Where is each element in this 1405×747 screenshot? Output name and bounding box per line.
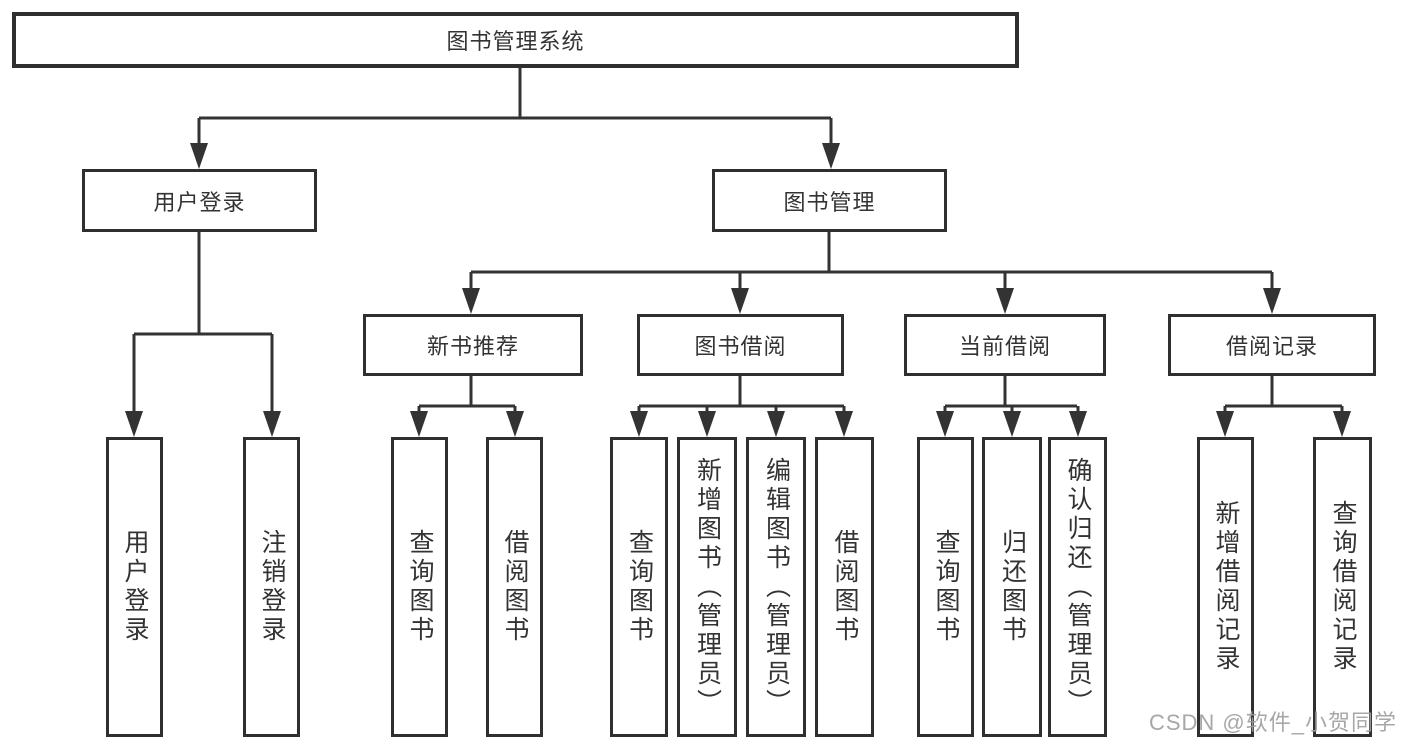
node-current-borrow: 当前借阅 [904, 314, 1106, 376]
node-borrow-record-label: 借阅记录 [1225, 334, 1318, 359]
node-current-borrow-label: 当前借阅 [958, 334, 1051, 359]
leaf-add-borrow-record-label: 新增借阅记录 [1212, 500, 1240, 674]
node-book-management: 图书管理 [712, 169, 947, 232]
leaf-logout-label: 注销登录 [258, 529, 286, 645]
node-borrow-record: 借阅记录 [1168, 314, 1376, 376]
leaf-borrow-book-1: 借阅图书 [486, 437, 543, 737]
leaf-query-book-2-label: 查询图书 [625, 529, 654, 645]
node-book-borrow: 图书借阅 [637, 314, 844, 376]
leaf-user-login-label: 用户登录 [121, 529, 149, 645]
leaf-query-borrow-record: 查询借阅记录 [1313, 437, 1372, 737]
leaf-return-book: 归还图书 [982, 437, 1042, 737]
node-new-book-recommend: 新书推荐 [363, 314, 583, 376]
node-root: 图书管理系统 [12, 12, 1019, 68]
leaf-return-book-label: 归还图书 [998, 529, 1027, 645]
leaf-edit-book-admin-label: 编辑图书（管理员） [762, 456, 791, 718]
node-new-book-recommend-label: 新书推荐 [426, 334, 519, 359]
leaf-query-book-3-label: 查询图书 [932, 529, 960, 645]
node-book-borrow-label: 图书借阅 [694, 334, 787, 359]
leaf-confirm-return-admin-label: 确认归还（管理员） [1064, 456, 1092, 718]
leaf-borrow-book-2-label: 借阅图书 [831, 529, 859, 645]
node-user-login-label: 用户登录 [153, 189, 246, 215]
leaf-borrow-book-1-label: 借阅图书 [501, 529, 529, 645]
node-user-login: 用户登录 [82, 169, 317, 232]
leaf-add-book-admin: 新增图书（管理员） [677, 437, 737, 737]
leaf-query-book-2: 查询图书 [610, 437, 668, 737]
watermark: CSDN @软件_小贺同学 [1148, 710, 1397, 735]
leaf-query-book-1-label: 查询图书 [406, 529, 434, 645]
leaf-user-login: 用户登录 [106, 437, 163, 737]
node-book-management-label: 图书管理 [783, 189, 876, 215]
node-root-label: 图书管理系统 [446, 29, 585, 54]
leaf-query-book-3: 查询图书 [917, 437, 974, 737]
leaf-add-borrow-record: 新增借阅记录 [1197, 437, 1254, 737]
leaf-add-book-admin-label: 新增图书（管理员） [693, 456, 722, 718]
leaf-logout: 注销登录 [243, 437, 300, 737]
leaf-edit-book-admin: 编辑图书（管理员） [746, 437, 806, 737]
leaf-query-book-1: 查询图书 [391, 437, 448, 737]
leaf-confirm-return-admin: 确认归还（管理员） [1048, 437, 1107, 737]
leaf-query-borrow-record-label: 查询借阅记录 [1329, 500, 1357, 674]
leaf-borrow-book-2: 借阅图书 [815, 437, 874, 737]
